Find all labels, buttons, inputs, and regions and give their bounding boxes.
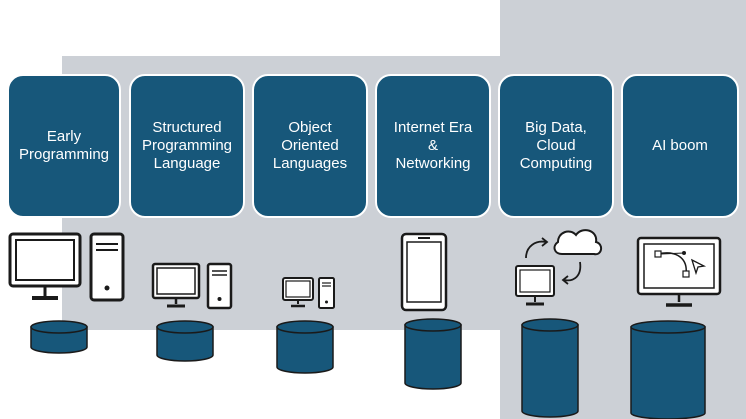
desktop-computer-icon — [151, 262, 233, 310]
database-cylinder-icon — [276, 320, 334, 374]
database-cylinder-icon — [156, 320, 214, 362]
stage-label-internet-era: Internet Era & Networking — [393, 119, 473, 172]
stage-box-early-programming: Early Programming — [7, 74, 121, 218]
stage-box-object-oriented: Object Oriented Languages — [252, 74, 368, 218]
stage-label-object-oriented: Object Oriented Languages — [272, 119, 348, 172]
desktop-computer-icon — [282, 277, 335, 309]
database-cylinder-icon — [404, 318, 462, 390]
database-cylinder-icon — [30, 320, 88, 354]
stage-box-ai-boom: AI boom — [621, 74, 739, 218]
ai-vector-monitor-icon — [636, 236, 722, 307]
stage-box-structured-programming: Structured Programming Language — [129, 74, 245, 218]
database-cylinder-icon — [630, 320, 706, 419]
stage-label-big-data-cloud: Big Data, Cloud Computing — [519, 119, 593, 172]
stage-label-structured-programming: Structured Programming Language — [141, 119, 233, 172]
stage-box-big-data-cloud: Big Data, Cloud Computing — [498, 74, 614, 218]
stage-label-ai-boom: AI boom — [652, 137, 708, 154]
database-cylinder-icon — [521, 318, 579, 418]
tablet-icon — [400, 232, 448, 312]
desktop-computer-icon — [8, 232, 125, 302]
stage-box-internet-era: Internet Era & Networking — [375, 74, 491, 218]
stage-label-early-programming: Early Programming — [18, 128, 110, 163]
cloud-sync-icon — [515, 229, 602, 306]
